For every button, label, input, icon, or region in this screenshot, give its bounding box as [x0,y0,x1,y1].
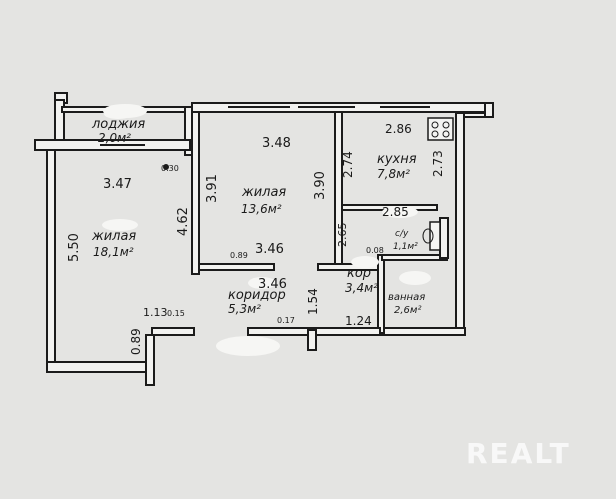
room-area-loggia: 2,0м² [98,131,131,145]
dim-label: 4.62 [176,207,191,236]
dim-label: 3.90 [313,171,328,200]
toilet [422,221,441,251]
room-area-bathroom: 2,6м² [394,305,421,316]
room-name-hall: коридор [228,288,286,303]
outer-wall-left [46,149,155,386]
pipe-mark [163,164,169,170]
dim-label: 0.17 [277,316,295,325]
dim-label: 0.08 [366,246,384,255]
dim-label: 1.13 [143,306,168,319]
room-name-living1: жилая [91,229,136,244]
window-marks [100,106,430,146]
dim-label: 0.89 [230,251,248,260]
room-name-living2: жилая [241,185,286,200]
dim-label: 0.89 [129,328,143,355]
room-area-living1: 18,1м² [93,245,134,259]
stove [427,117,454,141]
room-name-kitchen: кухня [377,152,417,167]
dim-label: 0.30 [161,164,179,173]
room-area-bath: 1,1м² [393,242,418,252]
dim-label: 2.74 [341,151,355,178]
dim-label: 1.54 [306,288,320,315]
room-area-corr: 3,4м² [345,281,378,295]
room-area-living2: 13,6м² [241,202,282,216]
dim-label: 3.47 [103,177,132,192]
dim-label: 2.86 [385,122,412,136]
room-area-hall: 5,3м² [228,302,261,316]
dim-label: 0.15 [167,309,185,318]
dim-label: 2.65 [336,223,349,248]
dim-label: 3.46 [255,242,284,257]
dim-label: 3.48 [262,136,291,151]
dim-label: 2.73 [431,150,445,177]
room-name-corr: кор [347,266,371,281]
dim-label: 5.50 [67,233,82,262]
dim-label: 2.85 [382,205,409,219]
dim-label: 1.24 [345,314,372,328]
room-name-bathroom: ванная [388,292,425,303]
room-area-kitchen: 7,8м² [377,167,410,181]
privacy-masks [102,104,431,356]
room-name-loggia: лоджия [91,117,145,132]
watermark-logo: REALT [466,437,571,470]
room-name-bath: с/у [395,229,409,239]
dim-label: 3.46 [258,277,287,292]
dim-label: 3.91 [205,174,220,203]
